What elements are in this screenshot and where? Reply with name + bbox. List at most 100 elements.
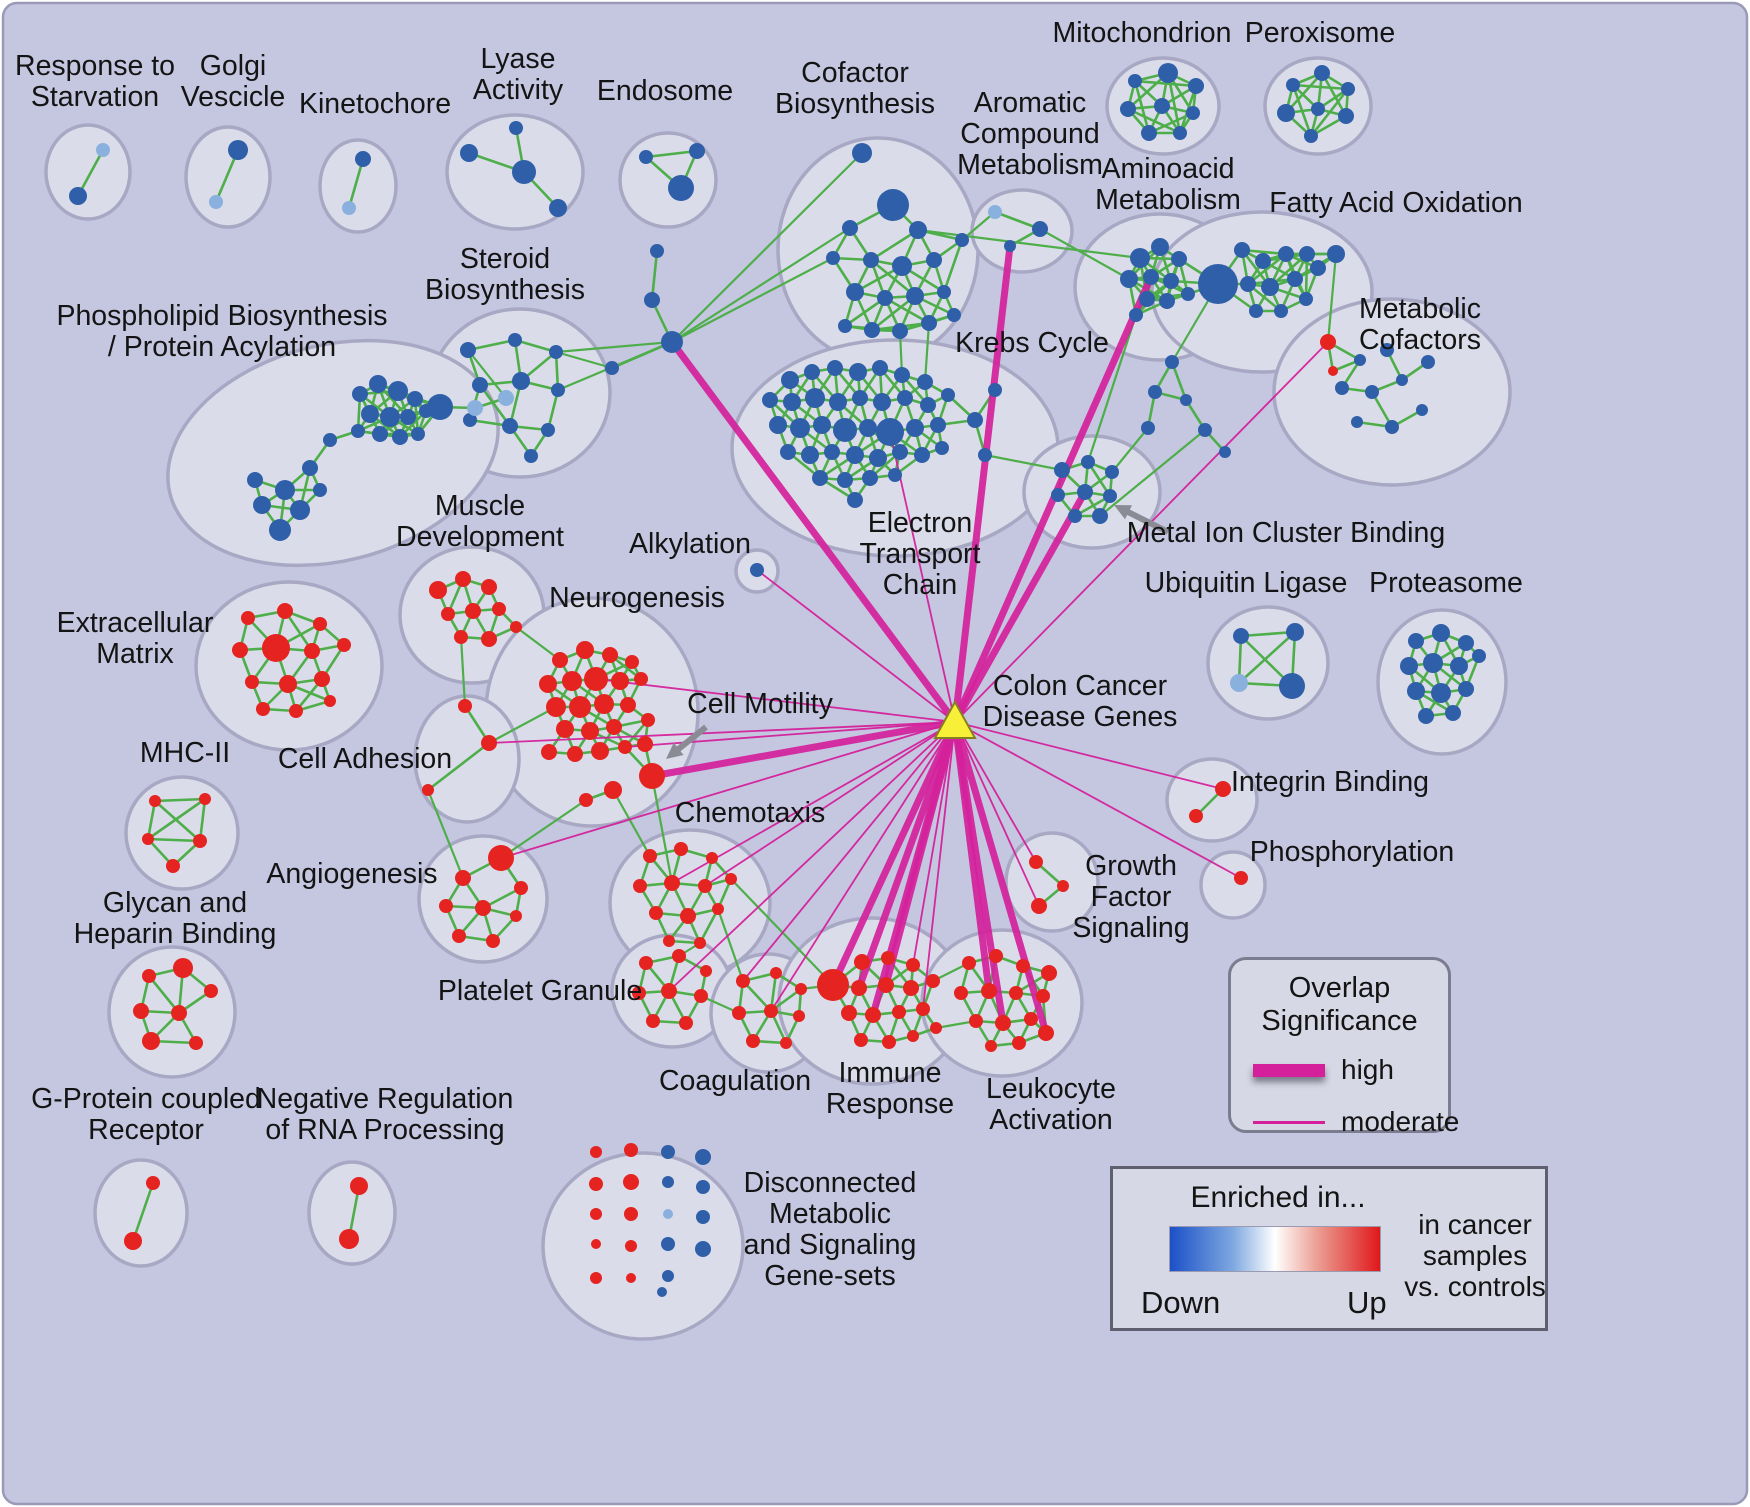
edge-overlap-moderate — [624, 721, 956, 748]
edge-overlap-high — [651, 718, 956, 780]
gene-set-node-neurogenesis — [581, 722, 599, 740]
gene-set-node-phospholipid-protein-acylation — [275, 480, 295, 500]
gene-set-node-aminoacid-fatty-acid — [1274, 304, 1288, 318]
gene-set-node-glycan-heparin-binding — [142, 1032, 160, 1050]
cluster-label-kinetochore: Kinetochore — [299, 88, 451, 120]
gene-set-node-krebs-etc — [988, 383, 1002, 397]
gene-set-node-krebs-etc — [780, 444, 796, 460]
gene-set-node-phospholipid-protein-acylation — [407, 391, 423, 407]
gene-set-node-aminoacid-fatty-acid — [1171, 251, 1187, 267]
gene-set-node-krebs-etc — [801, 446, 819, 464]
gene-set-node-metabolic-cofactors — [1365, 385, 1379, 399]
gene-set-node-immune-response — [854, 954, 870, 970]
gene-set-node-proteasome — [1458, 635, 1474, 651]
gene-set-node-krebs-etc — [804, 364, 820, 380]
gene-set-node-negative-regulation-rna-processing — [350, 1177, 368, 1195]
gene-set-node-phospholipid-protein-acylation — [351, 424, 365, 438]
gene-set-node-krebs-etc — [897, 390, 913, 406]
gene-set-node-mitochondrion — [1188, 78, 1204, 94]
gene-set-node-muscle-development — [454, 630, 468, 644]
edge-green-intercluster — [917, 228, 1141, 260]
cluster-label-peroxisome: Peroxisome — [1245, 17, 1395, 49]
gene-set-node-endosome — [668, 175, 694, 201]
gene-set-node-neurogenesis — [556, 720, 574, 738]
gene-set-node-chemotaxis — [680, 908, 696, 924]
gene-set-node-phospholipid-protein-acylation — [253, 496, 271, 514]
edge-green — [147, 837, 201, 843]
edge-overlap-moderate — [770, 721, 956, 1012]
edge-overlap-moderate — [756, 569, 956, 723]
gene-set-node-krebs-etc — [862, 470, 878, 486]
edge-overlap-moderate — [922, 721, 956, 1010]
cluster-label-coagulation: Coagulation — [659, 1065, 811, 1097]
edge-overlap-high — [951, 245, 1014, 723]
cluster-label-chemotaxis: Chemotaxis — [675, 797, 825, 829]
gene-set-node-phospholipid-protein-acylation — [361, 405, 379, 423]
gene-set-node-steroid-biosynthesis — [541, 423, 555, 437]
gene-set-node-cell-adhesion — [481, 735, 497, 751]
gene-set-node-platelet-granule — [700, 965, 712, 977]
gene-set-node-immune-response — [854, 1033, 868, 1047]
gene-set-node-coagulation — [732, 1006, 746, 1020]
gene-set-node-muscle-development — [465, 603, 481, 619]
gene-set-node-aminoacid-fatty-acid — [1143, 269, 1159, 285]
gene-set-node-chemotaxis — [706, 852, 718, 864]
edge-overlap-moderate — [671, 721, 956, 884]
moderate-significance-label: moderate — [1341, 1106, 1460, 1137]
edge-green-intercluster — [671, 227, 851, 343]
gene-set-node-platelet-granule — [632, 986, 646, 1000]
gene-set-node-aminoacid-fatty-acid — [1181, 287, 1195, 301]
gene-set-node-chemotaxis — [649, 906, 663, 920]
gene-set-node-coagulation — [746, 1034, 760, 1048]
edge-green — [347, 158, 365, 209]
gene-set-node-lyase-activity — [460, 144, 478, 162]
gene-set-node-kinetochore — [355, 151, 371, 167]
gene-set-node-extracellular-matrix — [337, 638, 351, 652]
enrichment-context-line3: vs. controls — [1404, 1271, 1546, 1302]
gene-set-node-muscle-development — [441, 607, 455, 621]
gene-set-node-krebs-etc — [813, 416, 831, 434]
gene-set-node-mhc-ii — [149, 795, 161, 807]
edge-green — [698, 908, 720, 944]
gene-set-node-aminoacid-fatty-acid — [1120, 270, 1138, 288]
gene-set-node-aminoacid-fatty-acid — [1159, 293, 1175, 309]
enrichment-down-label: Down — [1141, 1285, 1221, 1320]
gene-set-node-chemotaxis — [725, 873, 737, 885]
gene-set-node-mitochondrion — [1120, 101, 1136, 117]
gene-set-node-neurogenesis — [579, 793, 593, 807]
edge-overlap-moderate — [488, 721, 956, 744]
cluster-label-endosome: Endosome — [597, 75, 733, 107]
gene-set-node-metabolic-cofactors — [1396, 374, 1408, 386]
gene-set-node-glycan-heparin-binding — [171, 1005, 187, 1021]
gene-set-node-aminoacid-fatty-acid — [1249, 304, 1263, 318]
gene-set-node-platelet-granule — [694, 989, 708, 1003]
gene-set-node-disconnected-gene-sets — [663, 1209, 673, 1219]
gene-set-node-krebs-etc — [846, 446, 864, 464]
gene-set-node-phospholipid-protein-acylation — [400, 409, 416, 425]
gene-set-node-immune-response — [817, 969, 849, 1001]
gene-set-node-phospholipid-protein-acylation — [247, 472, 263, 488]
gene-set-node-leukocyte-activation — [985, 1040, 997, 1052]
gene-set-node-metabolic-chain — [1219, 446, 1231, 458]
gene-set-node-krebs-etc — [847, 492, 863, 508]
cluster-ellipse-mhc-ii — [124, 775, 240, 891]
gene-set-node-metabolic-cofactors — [1328, 366, 1338, 376]
gene-set-node-metabolic-cofactors — [1416, 404, 1428, 416]
edge-overlap-moderate — [500, 721, 956, 859]
gene-set-node-krebs-etc — [849, 363, 867, 381]
gene-set-node-krebs-etc — [894, 367, 910, 383]
edge-green — [1238, 631, 1296, 684]
gene-set-node-aminoacid-fatty-acid — [1163, 273, 1179, 289]
gene-set-node-cofactor-biosynthesis — [909, 221, 927, 239]
gene-set-node-neurogenesis — [576, 641, 594, 659]
gene-set-node-angiogenesis — [452, 929, 466, 943]
gene-set-node-krebs-etc — [930, 417, 946, 433]
gene-set-node-coagulation — [770, 967, 782, 979]
